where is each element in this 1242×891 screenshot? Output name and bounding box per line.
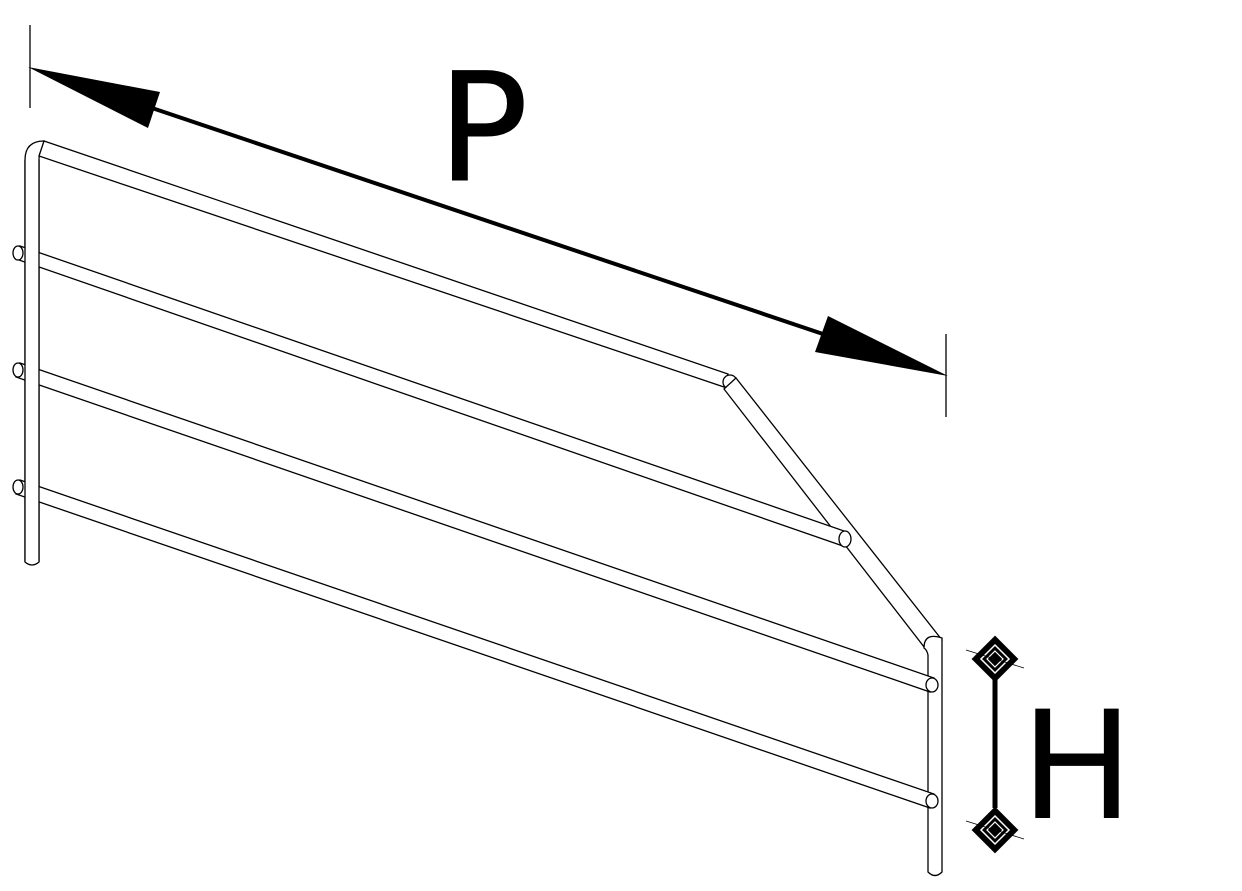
p-dimension-line bbox=[59, 75, 919, 368]
wire-rail-1 bbox=[15, 245, 848, 547]
wire-divider bbox=[12, 140, 943, 877]
left-post-front bbox=[25, 160, 39, 562]
wire-rail-1-start bbox=[12, 245, 24, 261]
h-marker-top bbox=[965, 635, 1025, 683]
wire-rail-1-end bbox=[838, 530, 852, 548]
wire-rail-3-end bbox=[925, 793, 939, 809]
wire-rail-2-start bbox=[12, 362, 24, 378]
p-arrowhead-left bbox=[28, 67, 160, 128]
dimension-h: H bbox=[965, 635, 1134, 854]
right-post bbox=[923, 635, 943, 877]
p-arrowhead-right bbox=[815, 316, 948, 376]
dimension-p: P bbox=[28, 25, 948, 417]
dimension-p-label: P bbox=[438, 42, 528, 216]
wire-rail-2-end bbox=[925, 677, 939, 693]
top-rail bbox=[38, 140, 729, 388]
dimension-h-label: H bbox=[1021, 680, 1134, 854]
h-marker-bottom bbox=[965, 806, 1025, 854]
wire-rail-3-start bbox=[12, 479, 24, 495]
